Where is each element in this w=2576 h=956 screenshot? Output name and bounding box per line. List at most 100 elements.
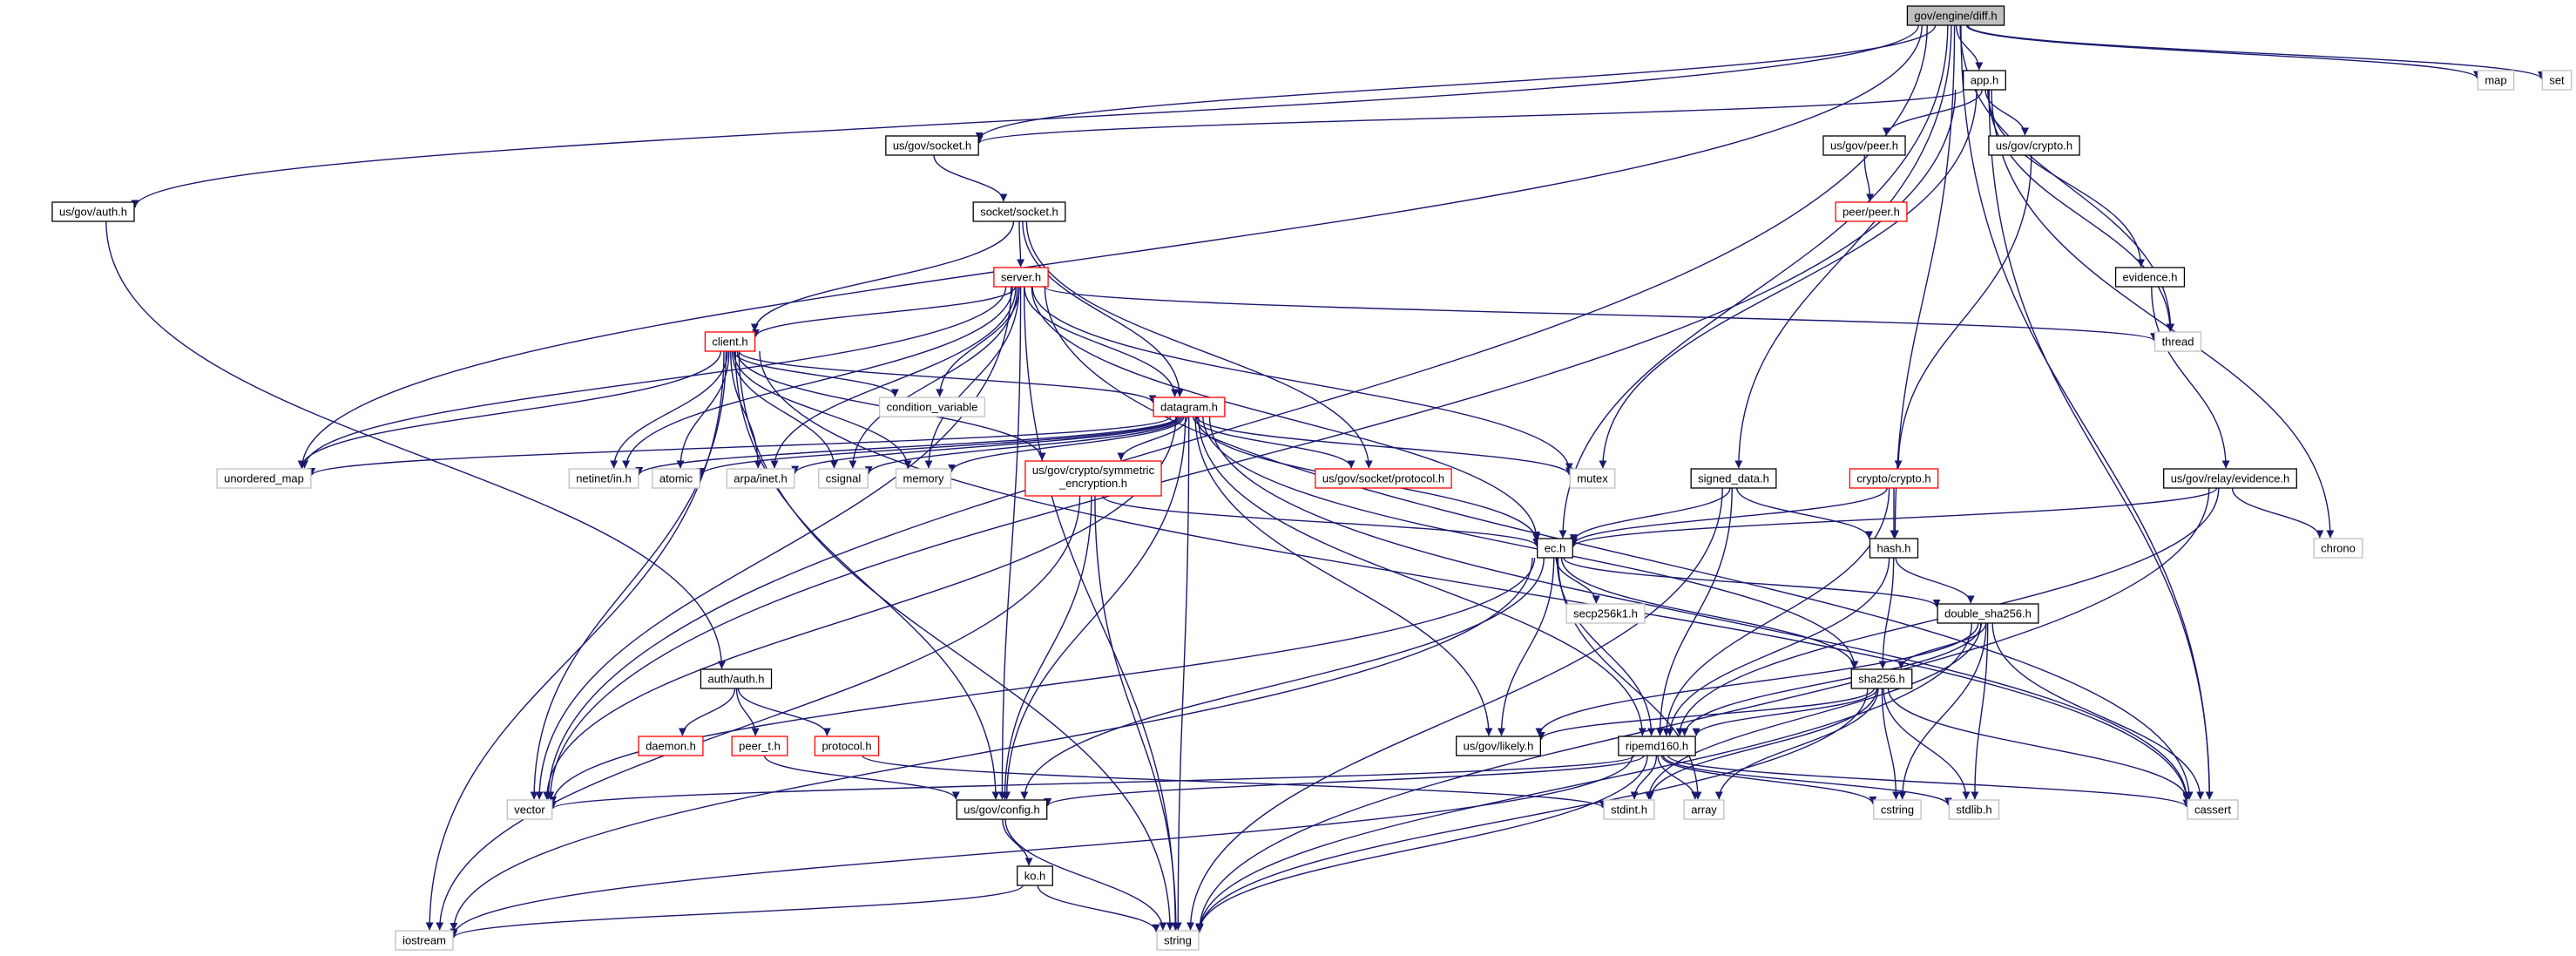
node-evidence[interactable]: evidence.h xyxy=(2114,267,2186,288)
node-config[interactable]: us/gov/config.h xyxy=(956,799,1048,820)
edge-ec-to-dsha xyxy=(1563,557,1941,607)
node-netinet: netinet/in.h xyxy=(568,468,639,489)
edge-crypto-crypto-to-ripemd xyxy=(1662,487,1890,736)
edge-ripemd-to-string xyxy=(1195,755,1648,932)
edge-layer xyxy=(105,24,2546,939)
edge-ripemd-to-iostream xyxy=(450,755,1633,937)
node-label: ripemd160.h xyxy=(1626,740,1688,753)
node-label: us/gov/likely.h xyxy=(1464,740,1534,753)
node-box xyxy=(1315,468,1452,489)
edge-dsha-to-string xyxy=(1195,622,1973,932)
edge-dsha-to-sha256 xyxy=(1897,622,1987,669)
edge-sha256-to-ripemd xyxy=(1692,688,1878,736)
node-box xyxy=(51,201,135,222)
node-label: us/gov/relay/evidence.h xyxy=(2171,472,2290,485)
edge-diff-to-vector xyxy=(544,24,1928,800)
edge-signed-data-to-hash xyxy=(1736,487,1873,539)
node-label: hash.h xyxy=(1876,542,1910,555)
node-stdlib: stdlib.h xyxy=(1948,799,2000,820)
edge-client-to-vector xyxy=(530,350,727,800)
node-gov-crypto[interactable]: us/gov/crypto.h xyxy=(1988,135,2080,156)
node-peer-t[interactable]: peer_t.h xyxy=(731,736,788,756)
node-label: stdlib.h xyxy=(1956,803,1991,817)
edge-crypto-crypto-to-ec xyxy=(1569,487,1888,546)
node-signed-data[interactable]: signed_data.h xyxy=(1690,468,1777,489)
node-label: us/gov/auth.h xyxy=(59,206,127,219)
edge-diff-to-cassert xyxy=(1960,24,2214,800)
edge-symenc-to-config xyxy=(1000,495,1092,800)
node-client[interactable]: client.h xyxy=(704,331,756,352)
node-ko[interactable]: ko.h xyxy=(1017,865,1053,886)
node-label: cstring xyxy=(1881,803,1914,817)
edge-gov-socket-to-socket-socket xyxy=(933,154,1008,202)
node-unordered-map: unordered_map xyxy=(216,468,312,489)
node-gov-peer[interactable]: us/gov/peer.h xyxy=(1822,135,1906,156)
node-daemon[interactable]: daemon.h xyxy=(638,736,704,756)
node-protocol[interactable]: protocol.h xyxy=(814,736,880,756)
node-diff[interactable]: gov/engine/diff.h xyxy=(1906,5,2005,26)
node-socket-socket[interactable]: socket/socket.h xyxy=(972,201,1066,222)
edge-relay-evidence-to-chrono xyxy=(2231,487,2324,539)
node-box xyxy=(1835,201,1908,222)
node-auth-auth[interactable]: auth/auth.h xyxy=(700,668,773,689)
node-app[interactable]: app.h xyxy=(1963,70,2006,91)
node-box xyxy=(216,468,312,489)
node-gov-socket[interactable]: us/gov/socket.h xyxy=(885,135,979,156)
node-ripemd[interactable]: ripemd160.h xyxy=(1618,736,1696,756)
node-box xyxy=(731,736,788,756)
node-box xyxy=(2163,468,2297,489)
edge-server-to-vector xyxy=(535,286,1012,800)
node-label: us/gov/peer.h xyxy=(1830,139,1898,153)
node-sha256[interactable]: sha256.h xyxy=(1850,668,1913,689)
node-box xyxy=(2313,538,2363,559)
edge-config-to-ko xyxy=(1002,818,1033,866)
node-crypto-crypto[interactable]: crypto/crypto.h xyxy=(1849,468,1939,489)
edge-app-to-mutex xyxy=(1599,89,1978,469)
edge-sha256-to-likely xyxy=(1537,688,1875,740)
node-box xyxy=(1988,135,2080,156)
edge-gov-auth-to-auth-auth xyxy=(105,220,726,669)
edge-gov-crypto-to-crypto-crypto xyxy=(1894,154,2032,469)
node-label: evidence.h xyxy=(2123,271,2178,284)
node-box xyxy=(395,930,454,951)
edge-signed-data-to-ec xyxy=(1569,487,1731,543)
edge-datagram-to-protocol-sock xyxy=(1192,416,1356,469)
node-hash[interactable]: hash.h xyxy=(1869,538,1919,559)
node-server[interactable]: server.h xyxy=(993,267,1049,288)
node-likely[interactable]: us/gov/likely.h xyxy=(1456,736,1541,756)
edge-client-to-datagram xyxy=(738,350,1157,403)
node-relay-evidence[interactable]: us/gov/relay/evidence.h xyxy=(2163,468,2297,489)
edge-datagram-to-netinet xyxy=(635,416,1179,476)
node-ec[interactable]: ec.h xyxy=(1537,538,1573,559)
node-dsha[interactable]: double_sha256.h xyxy=(1937,603,2039,624)
node-label: crypto/crypto.h xyxy=(1856,472,1930,485)
edge-diff-to-ec xyxy=(1558,24,1949,539)
node-box xyxy=(726,468,795,489)
edge-dsha-to-cassert xyxy=(1991,622,2205,800)
node-box xyxy=(1963,70,2006,91)
edge-dsha-to-cstring xyxy=(1898,622,1987,800)
node-label: array xyxy=(1691,803,1717,817)
edge-diff-to-map xyxy=(1965,24,2481,79)
edge-peer-t-to-config xyxy=(763,755,960,800)
node-gov-auth[interactable]: us/gov/auth.h xyxy=(51,201,135,222)
node-peer-peer[interactable]: peer/peer.h xyxy=(1835,201,1908,222)
node-protocol-sock[interactable]: us/gov/socket/protocol.h xyxy=(1315,468,1452,489)
node-label: stdint.h xyxy=(1611,803,1647,817)
node-iostream: iostream xyxy=(395,930,454,951)
node-datagram[interactable]: datagram.h xyxy=(1153,397,1226,417)
edge-hash-to-sha256 xyxy=(1878,557,1895,669)
edge-app-to-thread xyxy=(1987,89,2174,332)
edge-client-to-atomic xyxy=(676,350,730,469)
edge-app-to-gov-crypto xyxy=(1984,89,2029,136)
node-label: condition_variable xyxy=(887,401,978,414)
node-symenc[interactable]: us/gov/crypto/symmetric_encryption.h xyxy=(1024,460,1162,497)
edge-app-to-gov-socket xyxy=(976,89,1964,144)
edge-sha256-to-stdlib xyxy=(1883,688,1971,800)
edge-ripemd-to-array xyxy=(1657,755,1700,800)
node-box xyxy=(972,201,1066,222)
node-box xyxy=(814,736,880,756)
node-box xyxy=(1456,736,1541,756)
node-box xyxy=(2153,331,2202,352)
